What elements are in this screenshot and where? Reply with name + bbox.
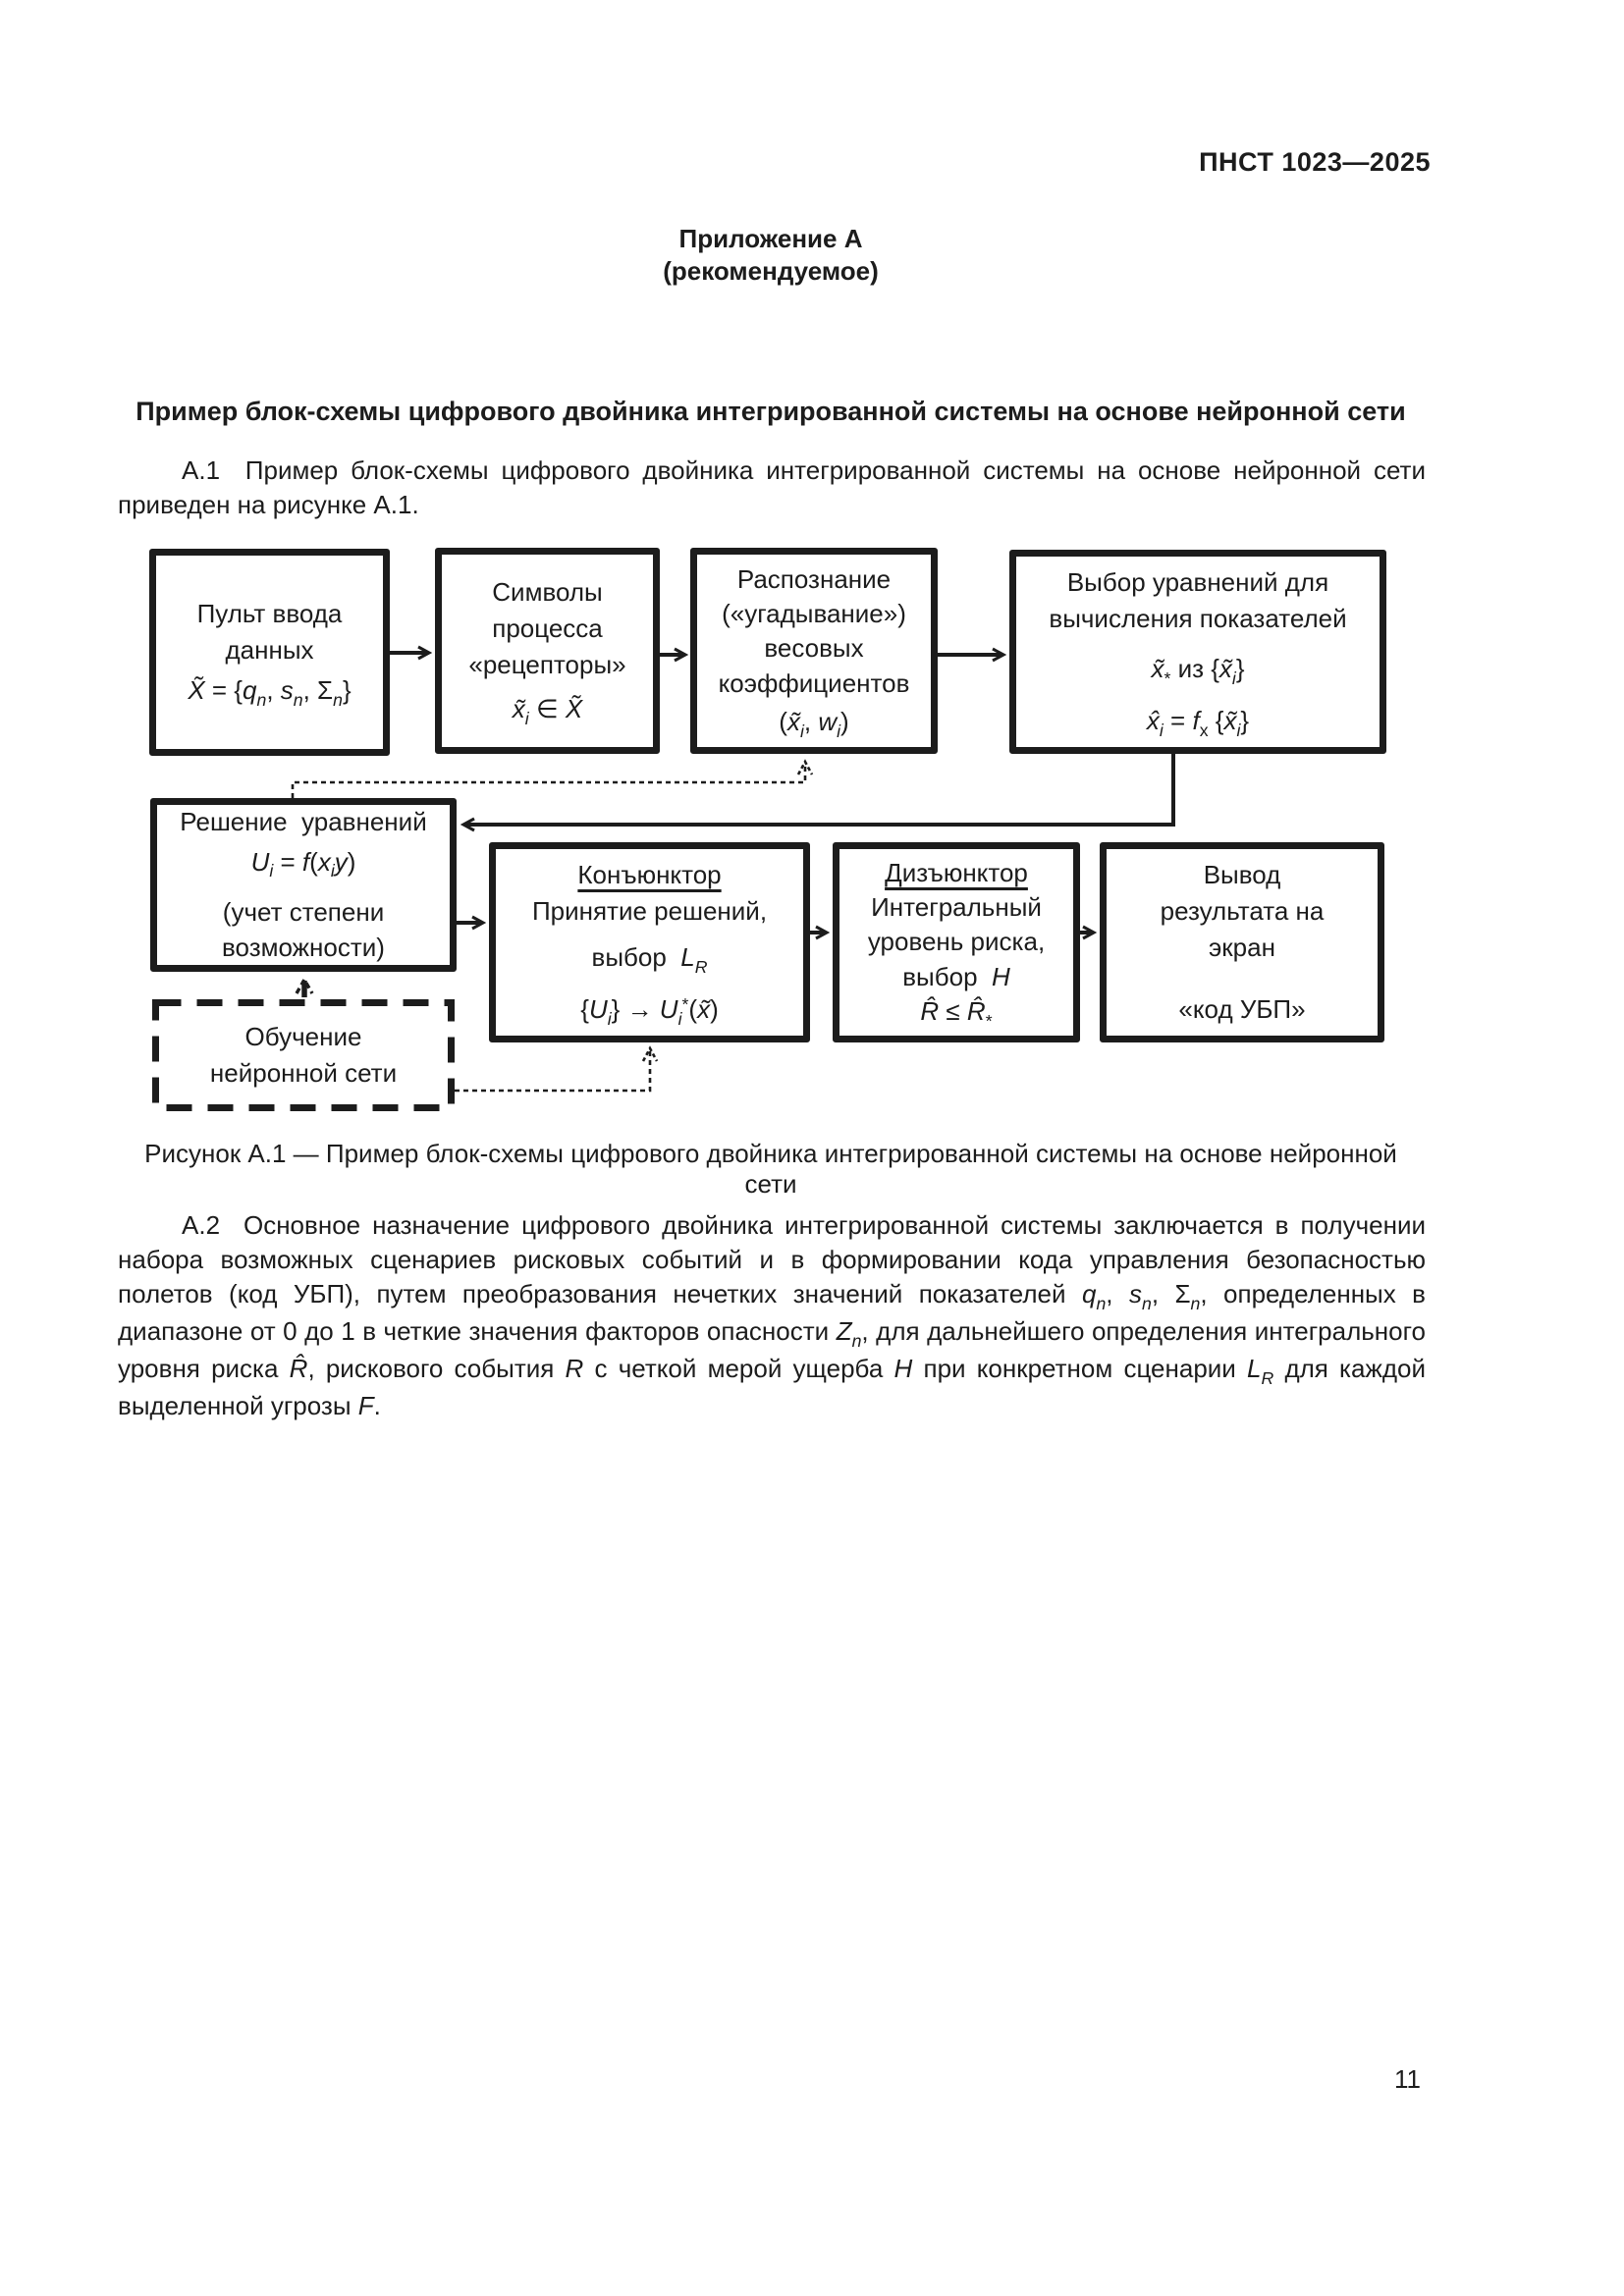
- box-line: Символы: [492, 577, 603, 608]
- box-line: коэффициентов: [718, 667, 910, 698]
- box-line: x̂i = fx {x̃i}: [1146, 705, 1250, 740]
- box-line: «код УБП»: [1178, 993, 1306, 1024]
- box-line: Вывод: [1203, 860, 1281, 890]
- box-line: нейронной сети: [209, 1058, 398, 1088]
- box-line: возможности): [222, 933, 385, 963]
- paragraph-a2: А.2 Основное назначение цифрового двойни…: [118, 1210, 1426, 1420]
- box-line: Конъюнктор: [577, 860, 722, 890]
- box-line: весовых: [764, 633, 864, 664]
- flow-arrows-feedback: [291, 763, 805, 1093]
- page-number: 11: [1394, 2064, 1421, 2094]
- box-training: Обучение нейронной сети: [152, 999, 455, 1111]
- box-line: R̂ ≤ R̂*: [920, 996, 993, 1031]
- box-line: Ui = f(xiy): [250, 846, 356, 881]
- box-equation-solving: Решение уравнений Ui = f(xiy) (учет степен…: [150, 798, 457, 972]
- box-line: Дизъюнктор: [885, 857, 1028, 887]
- box-line: x̃* из {x̃i}: [1151, 654, 1245, 688]
- feedback-solving-to-recognition: [291, 763, 805, 798]
- box-input-panel: Пульт ввода данных X̃ = {qn, sn, Σn}: [149, 549, 390, 756]
- arrow-selection-to-solving: [464, 754, 1175, 825]
- box-equation-selection: Выбор уравнений для вычисления показателе…: [1009, 550, 1386, 754]
- box-line: Принятие решений,: [531, 896, 768, 927]
- box-line: {Ui} → Ui*(x̃): [580, 993, 719, 1029]
- box-line: выбор LR: [591, 942, 708, 977]
- training-box-border: [152, 999, 455, 1111]
- flowchart-figure: Пульт ввода данных X̃ = {qn, sn, Σn} Симво…: [118, 545, 1394, 1119]
- box-line: результата на: [1160, 896, 1325, 927]
- flow-arrows-solid: [390, 653, 1175, 933]
- flowchart-connectors: [152, 545, 1175, 1111]
- box-line: данных: [225, 635, 314, 666]
- box-line: (x̃i, wi): [779, 707, 849, 741]
- box-line: Обучение: [244, 1022, 362, 1052]
- box-line: экран: [1209, 933, 1275, 962]
- appendix-subheading: (рекомендуемое): [663, 256, 879, 286]
- appendix-heading: Приложение А: [678, 224, 863, 253]
- box-line: Распознание: [736, 563, 892, 594]
- box-line: процесса: [492, 614, 603, 644]
- box-output: Вывод результата на экран «код УБП»: [1100, 842, 1384, 1042]
- box-line: «рецепторы»: [468, 650, 626, 679]
- box-line: вычисления показателей: [1049, 604, 1347, 634]
- appendix-title: Пример блок-схемы цифрового двойника инт…: [135, 397, 1406, 426]
- box-process-symbols: Символы процесса «рецепторы» x̃i ∈ X̃: [435, 548, 660, 754]
- figure-caption: Рисунок А.1 — Пример блок-схемы цифровог…: [144, 1139, 1397, 1199]
- box-line: Решение уравнений: [180, 806, 427, 836]
- paragraph-a1: А.1 Пример блок-схемы цифрового двойника…: [118, 455, 1426, 519]
- box-line: (учет степени: [222, 896, 385, 927]
- box-line: Пульт ввода: [196, 599, 343, 629]
- box-line: выбор H: [902, 961, 1010, 991]
- box-line: уровень риска,: [867, 927, 1046, 957]
- box-line: X̃ = {qn, sn, Σn}: [188, 674, 352, 710]
- box-line: x̃i ∈ X̃: [512, 693, 583, 728]
- doc-number: ПНСТ 1023—2025: [1199, 147, 1431, 177]
- box-line: («угадывание»): [722, 598, 906, 628]
- box-line: Выбор уравнений для: [1066, 567, 1329, 598]
- box-line: Интегральный: [871, 891, 1042, 922]
- feedback-training-to-conjunctor: [455, 1049, 650, 1093]
